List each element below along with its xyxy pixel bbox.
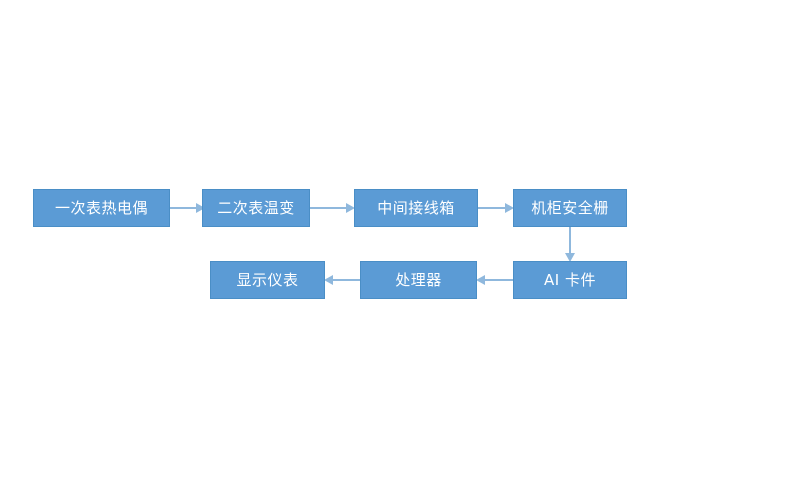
node-label-secondary-transmitter: 二次表温变 [217, 198, 295, 217]
node-display-instrument[interactable]: 显示仪表 [210, 261, 325, 299]
node-processor[interactable]: 处理器 [360, 261, 477, 299]
node-label-display-instrument: 显示仪表 [236, 270, 299, 289]
node-label-junction-box: 中间接线箱 [377, 198, 455, 217]
node-cabinet-safety-barrier[interactable]: 机柜安全栅 [513, 189, 627, 227]
arrow-processor-to-display [323, 272, 362, 288]
node-ai-card[interactable]: AI 卡件 [513, 261, 627, 299]
node-secondary-transmitter[interactable]: 二次表温变 [202, 189, 310, 227]
node-label-ai-card: AI 卡件 [544, 270, 596, 289]
arrow-primary-to-secondary [168, 200, 206, 216]
arrow-ai-card-to-processor [475, 272, 515, 288]
node-label-processor: 处理器 [395, 270, 442, 289]
node-label-primary-thermocouple: 一次表热电偶 [54, 198, 148, 217]
arrow-junction-to-barrier [476, 200, 515, 216]
arrow-secondary-to-junction [308, 200, 356, 216]
node-label-cabinet-safety-barrier: 机柜安全栅 [531, 198, 609, 217]
arrow-barrier-to-ai-card [562, 225, 578, 263]
node-junction-box[interactable]: 中间接线箱 [354, 189, 478, 227]
node-primary-thermocouple[interactable]: 一次表热电偶 [33, 189, 170, 227]
